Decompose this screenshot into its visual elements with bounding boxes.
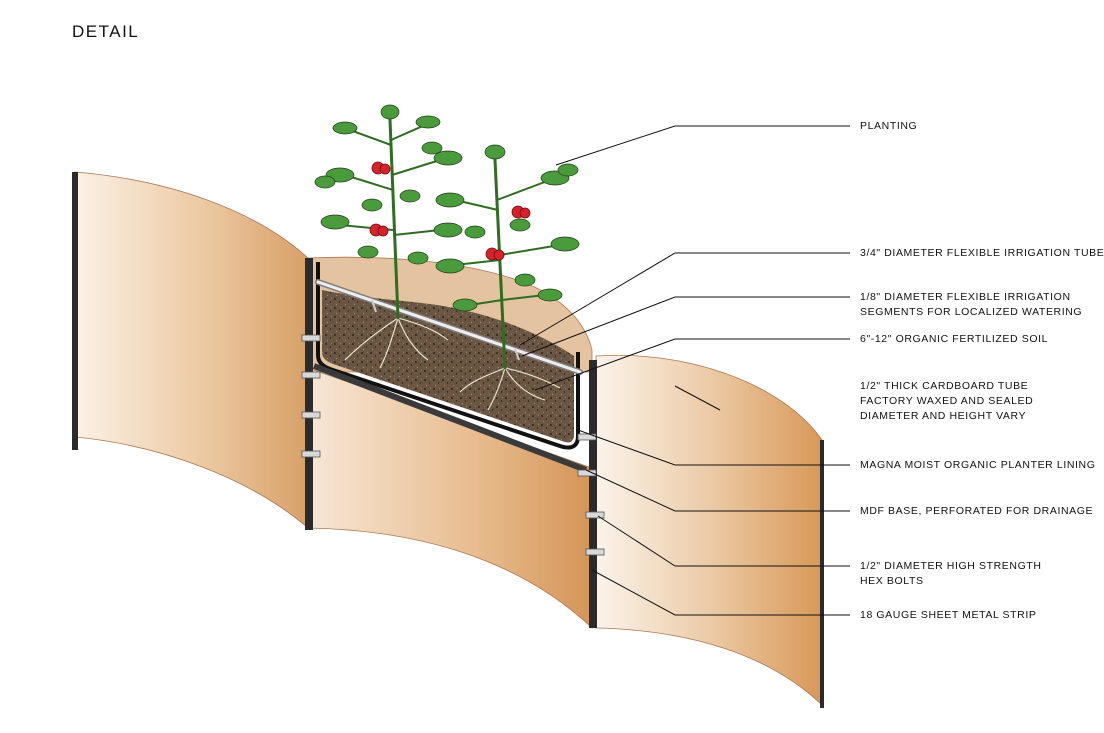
metal-strip-center [305, 258, 313, 530]
metal-strip-right [589, 360, 597, 628]
page-title: DETAIL [72, 22, 140, 41]
cardboard-panel-right [595, 354, 823, 706]
callout-metal-strip: 18 GAUGE SHEET METAL STRIP [860, 609, 1037, 621]
callout-irrigation-segments: 1/8" DIAMETER FLEXIBLE IRRIGATION SEGMEN… [860, 291, 1083, 318]
callout-mdf-base: MDF BASE, PERFORATED FOR DRAINAGE [860, 505, 1094, 517]
cardboard-panel-middle [307, 367, 593, 629]
irrigation-segment [371, 299, 377, 313]
leader-lines [519, 125, 850, 616]
mdf-base [312, 363, 588, 473]
planter-lining [316, 262, 580, 450]
cardboard-panel-left [74, 171, 309, 529]
metal-strip-left [72, 172, 78, 450]
callout-planting: PLANTING [860, 120, 918, 132]
irrigation-segment [514, 348, 520, 361]
leader-metal-strip [591, 569, 850, 616]
plant-roots [344, 317, 561, 411]
leader-mdf-base [585, 469, 850, 512]
hex-bolts [301, 334, 605, 556]
leader-irrigation-segments [521, 296, 850, 357]
callout-planter-lining: MAGNA MOIST ORGANIC PLANTER LINING [860, 459, 1096, 471]
leader-planter-lining [577, 429, 850, 466]
callout-cardboard-tube: 1/2" THICK CARDBOARD TUBE FACTORY WAXED … [860, 380, 1034, 422]
leader-soil [534, 338, 850, 391]
leader-planting [555, 125, 850, 166]
callout-hex-bolts: 1/2" DIAMETER HIGH STRENGTH HEX BOLTS [860, 560, 1042, 587]
leader-cardboard-tube [674, 385, 721, 411]
callout-soil: 6"-12" ORGANIC FERTILIZED SOIL [860, 333, 1049, 345]
soil [322, 290, 574, 443]
tomatoes [369, 161, 531, 261]
leaves-left [314, 104, 463, 265]
callout-irrigation-tube: 3/4" DIAMETER FLEXIBLE IRRIGATION TUBE [860, 247, 1104, 259]
leaves-right [435, 144, 580, 312]
leader-hex-bolts [597, 515, 850, 567]
metal-strip-far-right [820, 440, 824, 708]
leader-irrigation-tube [519, 252, 850, 346]
